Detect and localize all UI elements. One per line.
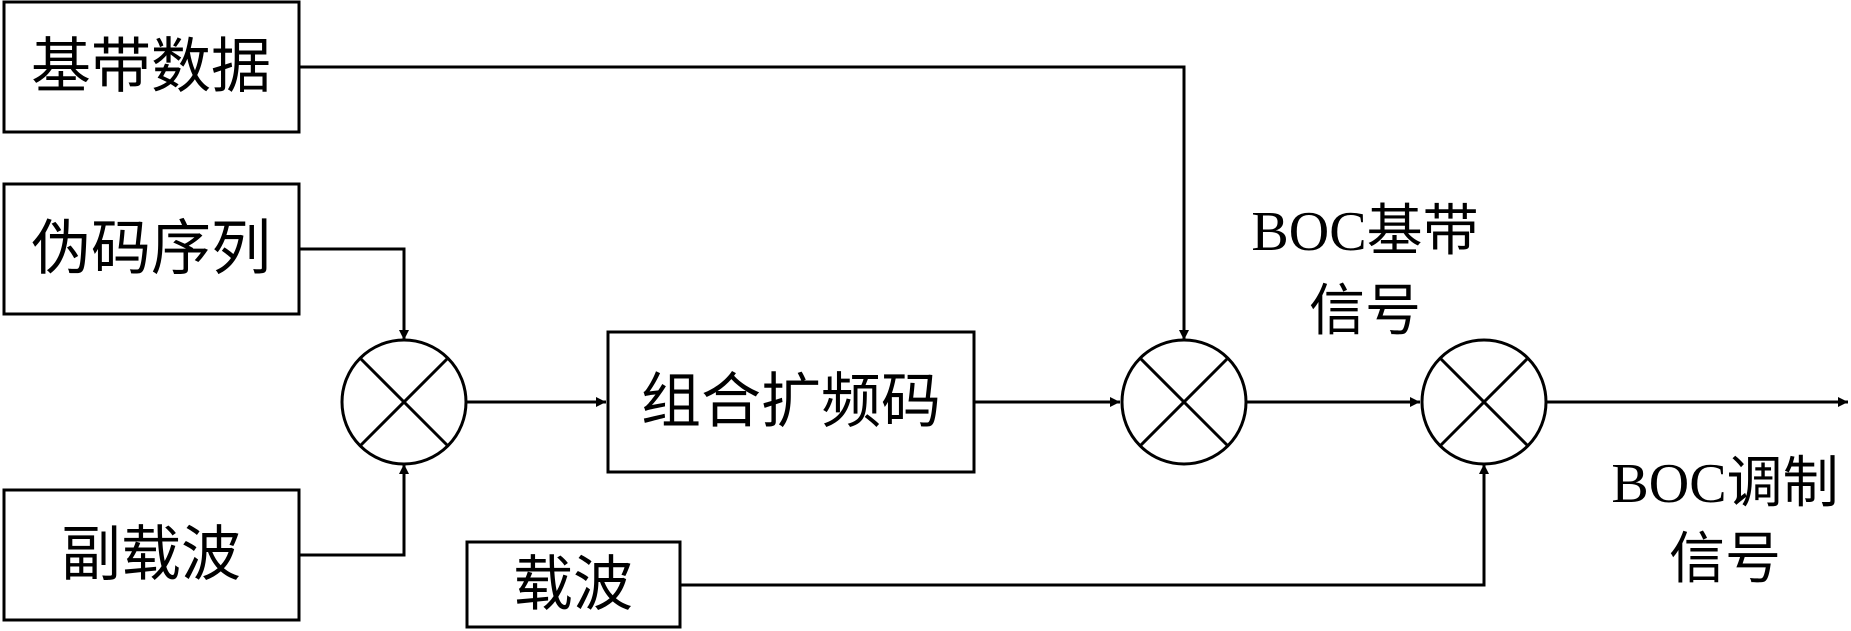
- connector-carrier-to-multiplier-3: [680, 464, 1489, 587]
- connector-pseudo-code-to-multiplier-1: [299, 247, 409, 340]
- baseband-data-block: 基带数据: [2, 0, 301, 134]
- subcarrier-label: 副载波: [61, 520, 241, 590]
- subcarrier-block: 副载波: [2, 488, 301, 622]
- multiplier-2: [1120, 338, 1248, 466]
- boc-modulated-signal-label-line2: 信号: [1669, 529, 1781, 591]
- combined-spreading-code-label: 组合扩频码: [641, 367, 941, 437]
- carrier-block: 载波: [465, 540, 682, 629]
- connector-subcarrier-to-multiplier-1: [299, 464, 409, 557]
- multiplier-3: [1420, 338, 1548, 466]
- multiplier-1: [340, 338, 468, 466]
- baseband-data-label: 基带数据: [31, 32, 271, 102]
- boc-modulated-signal-label-line1: BOC调制: [1611, 453, 1838, 515]
- boc-baseband-signal-label-line2: 信号: [1309, 281, 1421, 343]
- pseudo-code-label: 伪码序列: [31, 214, 271, 284]
- combined-spreading-code-block: 组合扩频码: [606, 330, 976, 474]
- connector-baseband-to-multiplier-2: [299, 65, 1189, 340]
- boc-baseband-signal-label-line1: BOC基带: [1251, 201, 1478, 263]
- carrier-label: 载波: [513, 550, 633, 620]
- pseudo-code-block: 伪码序列: [2, 182, 301, 316]
